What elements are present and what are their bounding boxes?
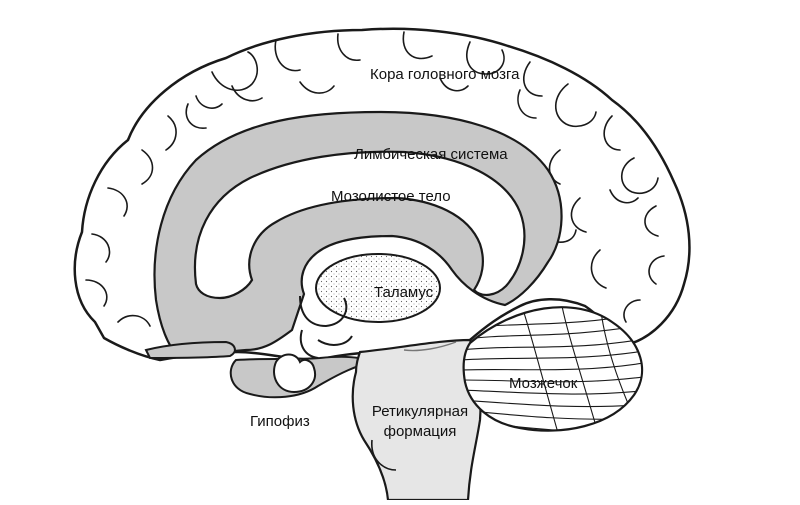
label-thalamus: Таламус [374,284,434,301]
fornix-stalk [299,295,353,359]
cerebellum [462,306,644,432]
corpus-callosum [193,150,526,300]
label-pituitary: Гипофиз [250,413,310,430]
gyri-lines [85,31,665,327]
reticular-formation [351,338,482,502]
pituitary-gland [273,353,316,394]
label-cerebellum: Мозжечок [509,375,578,392]
label-reticular-formation: Ретикулярная формация [372,402,468,442]
label-reticular-line1: Ретикулярная [371,403,469,420]
label-limbic-system: Лимбическая система [354,146,508,163]
label-cortex: Кора головного мозга [370,66,520,83]
label-corpus-callosum: Мозолистое тело [331,188,451,205]
limbic-anterior [144,340,236,360]
label-reticular-line2: формация [383,423,457,440]
